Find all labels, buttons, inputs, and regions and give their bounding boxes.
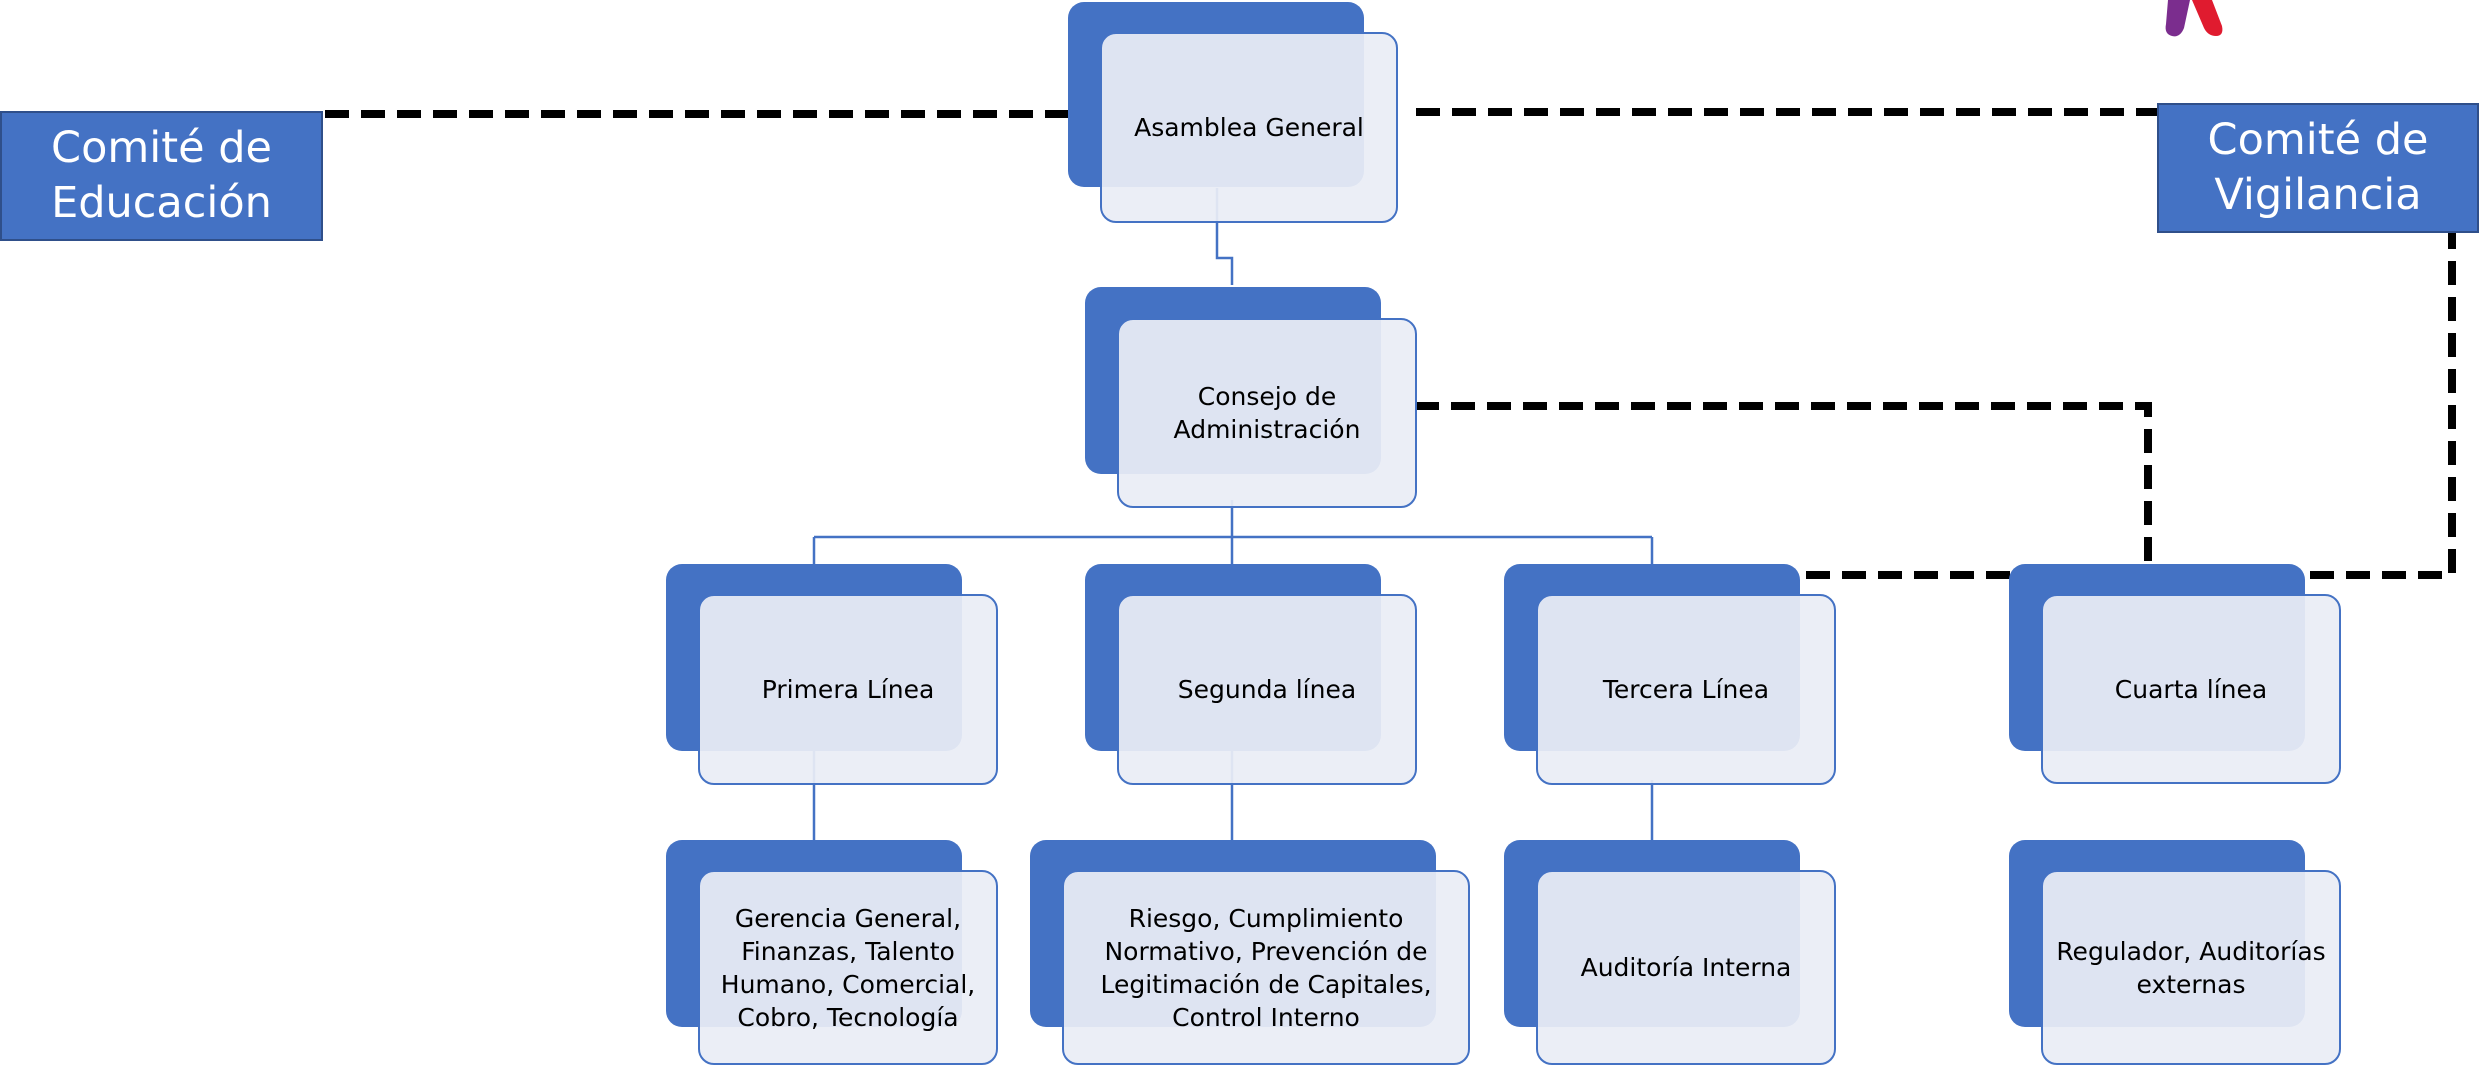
node-label: Consejo de Administración xyxy=(1117,318,1417,508)
dashed-link-consejo-cuarta xyxy=(1415,402,2152,570)
dashed-link-vigilancia-lines xyxy=(1795,225,2456,579)
node-label: Auditoría Interna xyxy=(1536,870,1836,1065)
node-label: Riesgo, Cumplimiento Normativo, Prevenci… xyxy=(1062,870,1470,1065)
node-label: Gerencia General, Finanzas, Talento Huma… xyxy=(698,870,998,1065)
connector-asamblea-consejo xyxy=(1215,188,1234,285)
committee-educacion: Comité de Educación xyxy=(0,111,323,241)
node-label: Primera Línea xyxy=(698,594,998,785)
node-label: Segunda línea xyxy=(1117,594,1417,785)
node-label: Regulador, Auditorías externas xyxy=(2041,870,2341,1065)
node-label: Cuarta línea xyxy=(2041,594,2341,784)
committee-vigilancia: Comité de Vigilancia xyxy=(2157,103,2479,233)
logo-fragment-icon xyxy=(2165,0,2223,37)
node-label: Asamblea General xyxy=(1100,32,1398,223)
node-label: Tercera Línea xyxy=(1536,594,1836,785)
